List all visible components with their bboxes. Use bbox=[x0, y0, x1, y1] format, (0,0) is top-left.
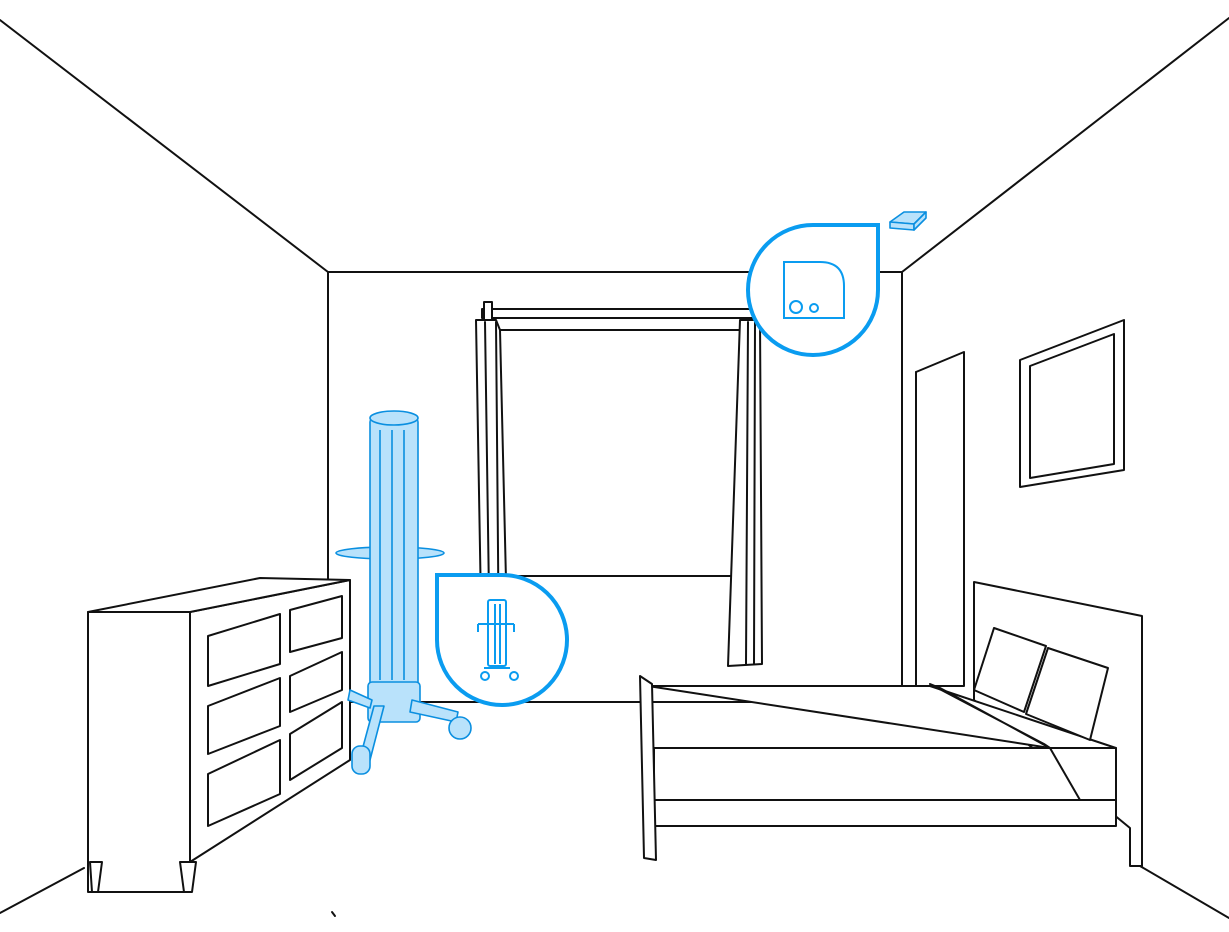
tower-leg bbox=[347, 689, 373, 709]
sensor-side bbox=[913, 211, 927, 231]
curtain-rod bbox=[481, 308, 759, 319]
sensor-callout[interactable] bbox=[746, 223, 880, 357]
tower-column bbox=[369, 417, 419, 721]
pillow bbox=[973, 627, 1047, 713]
pillow bbox=[1025, 647, 1109, 741]
dresser-leg bbox=[179, 861, 197, 893]
callout-bubble bbox=[746, 223, 880, 357]
bed-base bbox=[653, 799, 1117, 827]
bed bbox=[639, 581, 1143, 867]
dresser-top bbox=[87, 577, 351, 613]
ceiling-sensor[interactable] bbox=[889, 211, 927, 231]
uv-tower-icon bbox=[477, 599, 519, 681]
sensor-front bbox=[889, 221, 915, 231]
door bbox=[915, 351, 965, 687]
callout-bubble bbox=[435, 572, 569, 707]
window-pane bbox=[495, 329, 743, 577]
dresser-leg bbox=[89, 861, 103, 893]
window-with-curtains bbox=[475, 301, 763, 667]
door-frame bbox=[915, 351, 965, 687]
floor-mark bbox=[331, 911, 336, 917]
back-wall bbox=[327, 271, 903, 703]
tower-caster bbox=[351, 745, 371, 775]
room-walls bbox=[0, 17, 1229, 919]
mattress-front bbox=[653, 747, 1081, 801]
tower-cap bbox=[369, 410, 419, 426]
uv-disinfection-tower[interactable] bbox=[335, 410, 472, 775]
floor-edge-left bbox=[0, 867, 85, 914]
dresser bbox=[87, 577, 351, 893]
dresser-side bbox=[189, 579, 351, 863]
sensor-box-icon bbox=[783, 261, 845, 319]
footboard bbox=[639, 675, 657, 861]
uv-tower-callout[interactable] bbox=[435, 572, 569, 707]
ceiling-edge-right bbox=[901, 17, 1229, 273]
tower-caster bbox=[448, 716, 472, 740]
floor-edge-right bbox=[1139, 865, 1229, 919]
ceiling-edge-left bbox=[0, 19, 329, 273]
wall-picture-frame bbox=[1019, 319, 1125, 488]
dresser-front bbox=[87, 611, 191, 893]
